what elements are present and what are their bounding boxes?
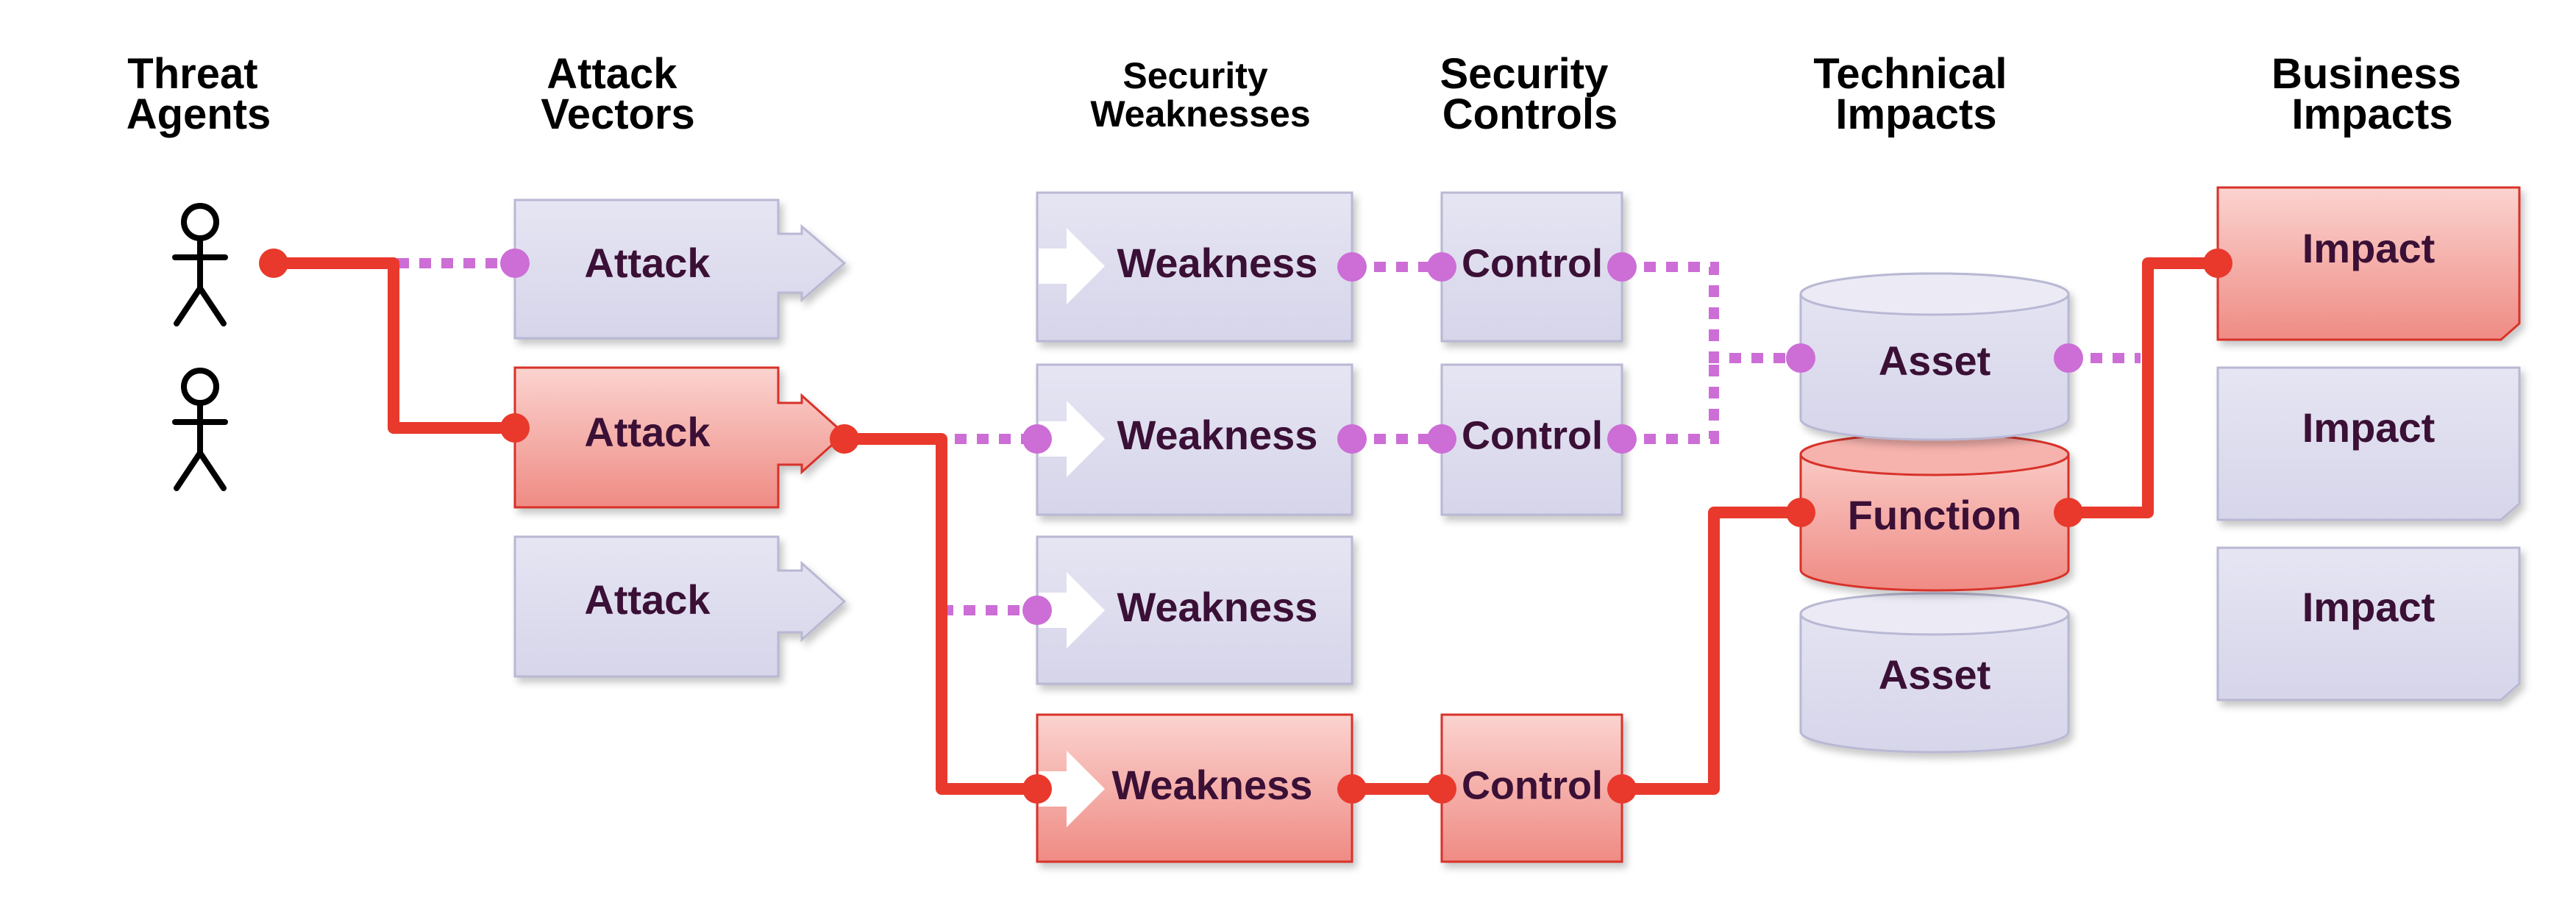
red-connector-dots bbox=[259, 249, 2232, 804]
attack-label: Attack bbox=[584, 576, 711, 623]
impact-label: Impact bbox=[2302, 584, 2436, 630]
threat-agent-1-icon bbox=[172, 203, 228, 326]
header-technical-impacts: Technical Impacts bbox=[1813, 50, 2018, 138]
impact-label: Impact bbox=[2302, 225, 2436, 271]
asset-cylinder-top: Asset bbox=[1799, 272, 2070, 441]
threat-agent-2-icon bbox=[172, 368, 228, 491]
arrow-icon bbox=[1039, 401, 1105, 477]
header-threat-agents: Threat Agents bbox=[127, 50, 271, 138]
impact-3: Impact bbox=[2216, 546, 2521, 701]
impact-label: Impact bbox=[2302, 404, 2436, 451]
control-1: Control bbox=[1440, 191, 1623, 343]
header-attack-vectors: Attack Vectors bbox=[541, 50, 695, 138]
impact-2: Impact bbox=[2216, 366, 2521, 521]
header-security-controls: Security Controls bbox=[1440, 50, 1620, 138]
path-control-2-to-asset bbox=[1622, 358, 1719, 444]
column-headers: Threat Agents Attack Vectors Security We… bbox=[127, 50, 2473, 138]
control-label: Control bbox=[1462, 413, 1603, 457]
weakness-4-highlighted: Weakness bbox=[1036, 713, 1353, 863]
path-control-1-to-asset bbox=[1622, 262, 1801, 363]
asset-cylinder-bottom: Asset bbox=[1799, 592, 2070, 754]
arrow-icon bbox=[1039, 228, 1105, 304]
weakness-label: Weakness bbox=[1117, 412, 1318, 458]
attack-label: Attack bbox=[584, 409, 711, 455]
function-label: Function bbox=[1848, 492, 2021, 538]
control-3-highlighted: Control bbox=[1440, 713, 1623, 863]
attack-vector-1: Attack bbox=[513, 199, 847, 340]
header-security-weaknesses: Security Weaknesses bbox=[1090, 55, 1310, 135]
header-business-impacts: Business Impacts bbox=[2271, 50, 2473, 138]
asset-label: Asset bbox=[1879, 651, 1991, 698]
arrow-icon bbox=[1039, 751, 1105, 827]
impact-1-highlighted: Impact bbox=[2216, 186, 2521, 341]
attack-vector-3: Attack bbox=[513, 535, 847, 678]
control-label: Control bbox=[1462, 241, 1603, 285]
weakness-label: Weakness bbox=[1117, 584, 1318, 630]
purple-connector-dots bbox=[500, 249, 2083, 625]
weakness-label: Weakness bbox=[1117, 240, 1318, 286]
control-label: Control bbox=[1462, 763, 1603, 807]
attack-vector-2-highlighted: Attack bbox=[513, 366, 847, 509]
control-2: Control bbox=[1440, 363, 1623, 516]
weakness-1: Weakness bbox=[1036, 191, 1353, 343]
asset-label: Asset bbox=[1879, 337, 1991, 384]
function-cylinder-highlighted: Function bbox=[1799, 432, 2070, 592]
attack-label: Attack bbox=[584, 240, 711, 286]
weakness-label: Weakness bbox=[1112, 762, 1313, 808]
weakness-2: Weakness bbox=[1036, 363, 1353, 516]
red-attack-path bbox=[274, 257, 2218, 795]
arrow-icon bbox=[1039, 572, 1105, 648]
weakness-3: Weakness bbox=[1036, 535, 1353, 685]
